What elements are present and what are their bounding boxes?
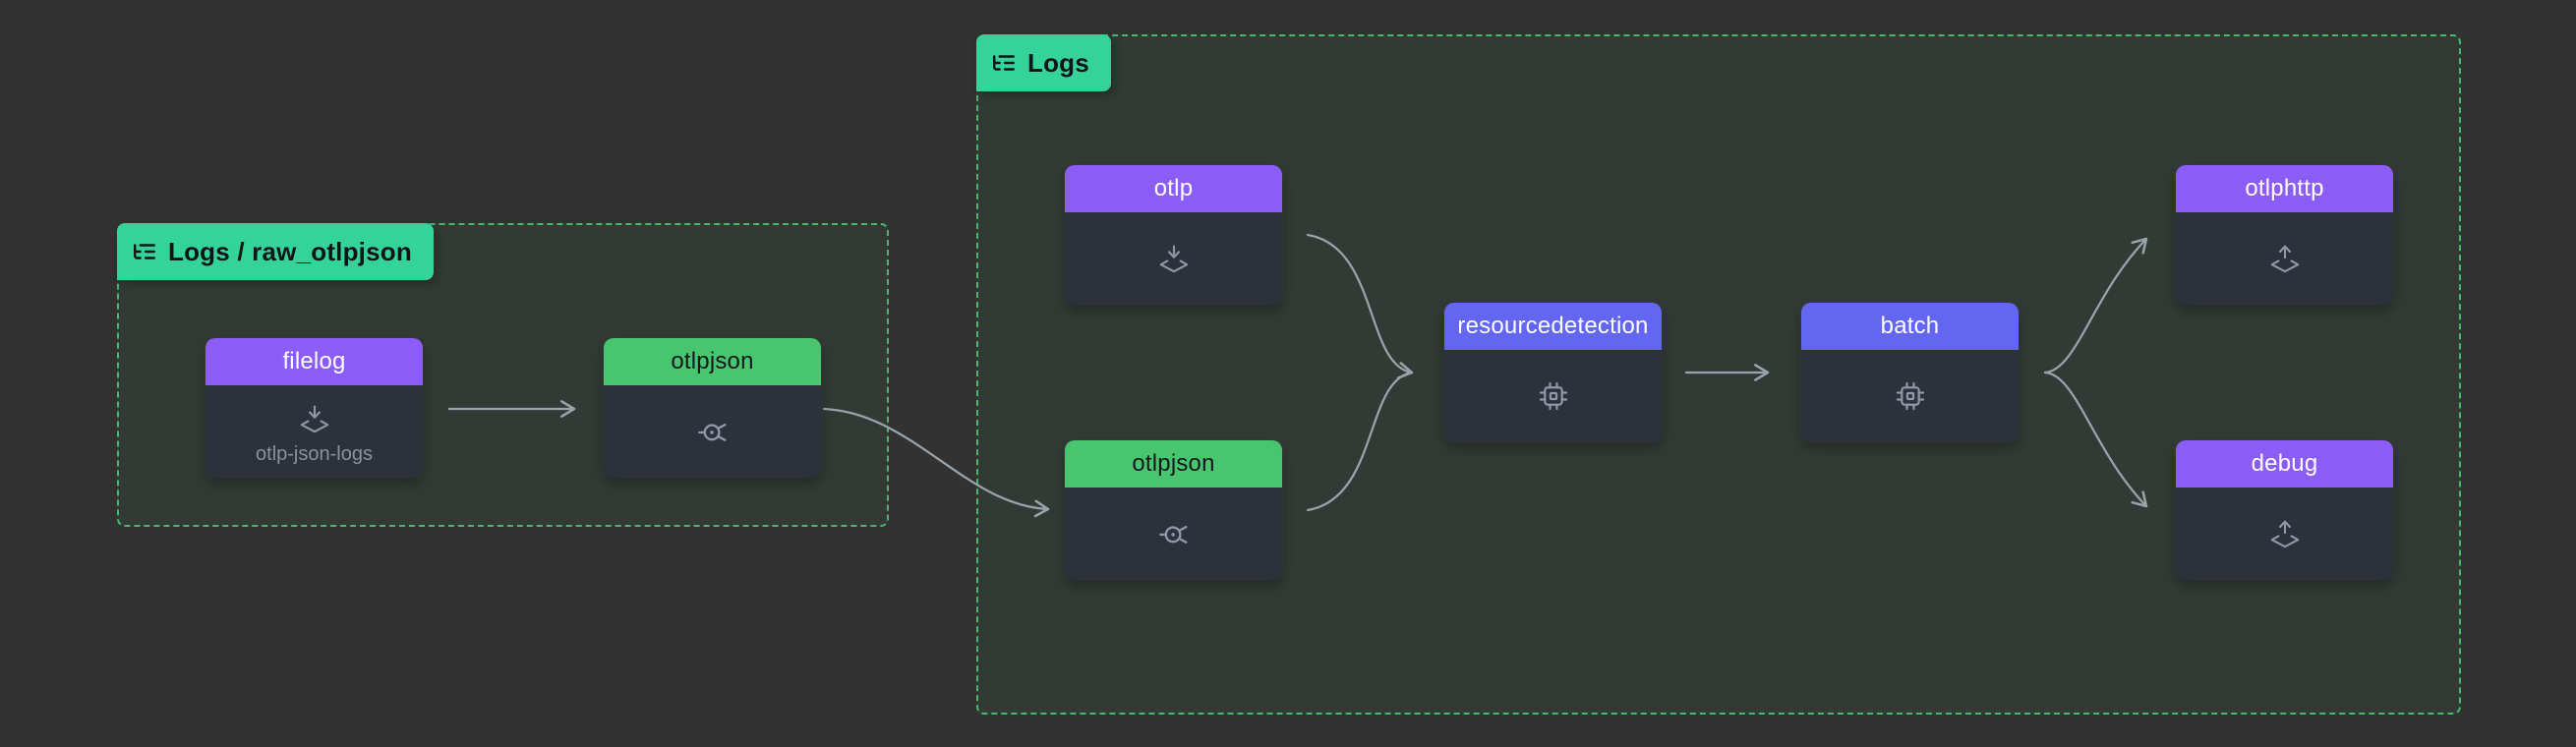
receiver-icon (1159, 245, 1188, 273)
node-debug[interactable]: debug (2176, 440, 2393, 580)
node-otlpjson-raw-title: otlpjson (604, 338, 821, 385)
node-otlpjson-raw-body (604, 385, 821, 478)
node-batch-title: batch (1801, 303, 2019, 350)
node-otlpjson-raw[interactable]: otlpjson (604, 338, 821, 478)
pipeline-group-label: Logs (1027, 47, 1089, 78)
node-otlphttp-body (2176, 212, 2393, 305)
node-otlphttp[interactable]: otlphttp (2176, 165, 2393, 305)
node-otlpjson-title: otlpjson (1065, 440, 1282, 488)
node-batch-body (1801, 350, 2019, 442)
node-resourcedetection[interactable]: resourcedetection (1444, 303, 1662, 442)
node-filelog-subtitle: otlp-json-logs (256, 442, 373, 465)
node-otlphttp-title: otlphttp (2176, 165, 2393, 212)
processor-icon (1896, 381, 1924, 411)
node-filelog-title: filelog (205, 338, 423, 385)
pipeline-group-tag: Logs (976, 34, 1111, 91)
node-otlp-body (1065, 212, 1282, 305)
exporter-icon (2270, 520, 2299, 548)
processor-icon (1539, 381, 1567, 411)
pipeline-group-tag: Logs / raw_otlpjson (117, 223, 434, 280)
pipeline-group-logs: Logs (976, 34, 2461, 715)
node-otlpjson[interactable]: otlpjson (1065, 440, 1282, 580)
node-otlp-title: otlp (1065, 165, 1282, 212)
node-debug-title: debug (2176, 440, 2393, 488)
list-tree-icon (993, 55, 1015, 71)
node-otlpjson-body (1065, 488, 1282, 580)
node-filelog[interactable]: filelog otlp-json-logs (205, 338, 423, 478)
exporter-icon (2270, 245, 2299, 273)
receiver-icon (300, 405, 328, 432)
pipeline-group-label: Logs / raw_otlpjson (168, 236, 412, 266)
node-otlp[interactable]: otlp (1065, 165, 1282, 305)
connector-icon (1158, 525, 1188, 544)
list-tree-icon (134, 244, 155, 259)
node-resourcedetection-title: resourcedetection (1444, 303, 1662, 350)
node-batch[interactable]: batch (1801, 303, 2019, 442)
node-debug-body (2176, 488, 2393, 580)
connector-icon (697, 423, 727, 441)
node-filelog-body: otlp-json-logs (205, 385, 423, 478)
node-resourcedetection-body (1444, 350, 1662, 442)
